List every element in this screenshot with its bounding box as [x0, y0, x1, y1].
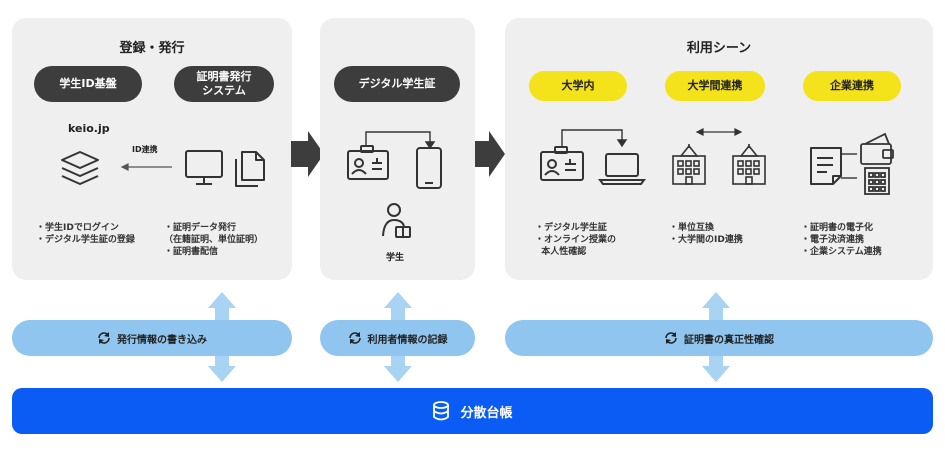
bullet-line: ・証明データ発行 — [164, 223, 237, 233]
use-bullets-campus: ・デジタル学生証 ・オンライン授業の 本人性確認 — [535, 222, 616, 258]
inter-university-pill: 大学間連携 — [665, 71, 765, 101]
keio-label: keio.jp — [68, 122, 110, 135]
use-bullets-inter-university: ・単位互換 ・大学間のID連携 — [669, 222, 743, 246]
documents-icon — [235, 151, 265, 187]
id-card-icon — [540, 146, 584, 181]
issue-panel: 登録・発行 学生ID基盤 証明書発行 システム keio.jp ID連携 — [12, 18, 292, 280]
bullet-line: ・デジタル学生証の登録 — [36, 235, 135, 246]
student-label: 学生 — [386, 253, 405, 263]
smartphone-icon — [416, 147, 442, 189]
bullet-line: （在籍証明、単位証明） — [164, 235, 264, 246]
office-building-icon — [864, 167, 890, 195]
bullet-line: ・大学間のID連携 — [669, 235, 743, 246]
student-icon — [382, 203, 411, 238]
sync-bracket-icon — [561, 129, 628, 148]
issue-panel-title: 登録・発行 — [119, 41, 185, 56]
id-link-label: ID連携 — [132, 145, 158, 154]
write-issue-info-band: 発行情報の書き込み — [12, 320, 292, 356]
record-user-info-band: 利用者情報の記録 — [320, 320, 475, 356]
bullet-line: ・オンライン授業の — [535, 235, 617, 246]
flow-arrows — [291, 131, 505, 177]
use-panel: 利用シーン 大学内 大学間連携 企業連携 — [505, 18, 933, 280]
use-icons — [540, 128, 894, 195]
corporate-pill: 企業連携 — [803, 71, 901, 101]
right-arrow-icon — [472, 131, 505, 177]
bullet-line: ・電子決済連携 — [801, 235, 865, 246]
sync-icon — [98, 332, 110, 344]
wallet-icon — [860, 132, 894, 165]
monitor-icon — [185, 150, 223, 185]
bullet-line: ・学生IDでログイン — [36, 223, 119, 233]
bullet-line: ・証明書配信 — [164, 247, 219, 258]
verify-authenticity-band: 証明書の真正性確認 — [505, 320, 933, 356]
card-icons — [347, 131, 442, 238]
bullet-line: ・証明書の電子化 — [801, 223, 874, 233]
layers-icon — [61, 151, 99, 185]
laptop-icon — [598, 153, 646, 185]
certificate-system-pill-label: 証明書発行 システム — [196, 70, 252, 97]
student-id-platform-pill: 学生ID基盤 — [34, 66, 142, 102]
building-icon — [672, 144, 706, 185]
use-bullets-corporate: ・証明書の電子化 ・電子決済連携 ・企業システム連携 — [801, 222, 882, 258]
digital-student-id-pill: デジタル学生証 — [334, 66, 460, 102]
bullet-line: ・単位互換 — [669, 223, 715, 233]
on-campus-pill: 大学内 — [529, 71, 627, 101]
right-arrow-icon — [291, 131, 324, 177]
distributed-ledger-label: 分散台帳 — [460, 405, 513, 421]
bullet-line: ・企業システム連携 — [801, 247, 882, 258]
card-panel: デジタル学生証 学生 — [320, 18, 475, 280]
use-panel-title: 利用シーン — [686, 41, 752, 56]
document-icon — [810, 147, 842, 185]
sync-bracket-icon — [365, 131, 436, 150]
bullet-line: 本人性確認 — [535, 247, 587, 258]
issue-bullets-left: ・学生IDでログイン ・デジタル学生証の登録 — [36, 222, 135, 246]
id-card-icon — [347, 145, 389, 180]
record-user-info-label: 利用者情報の記録 — [367, 334, 448, 346]
write-issue-info-label: 発行情報の書き込み — [117, 334, 207, 346]
certificate-system-pill: 証明書発行 システム — [174, 66, 274, 102]
issue-bullets-right: ・証明データ発行 （在籍証明、単位証明） ・証明書配信 — [164, 222, 263, 258]
bullet-line: ・デジタル学生証 — [535, 223, 607, 233]
building-icon — [732, 144, 766, 185]
left-arrow-icon — [120, 163, 172, 171]
distributed-ledger-bar: 分散台帳 — [12, 388, 933, 434]
sync-icon — [665, 332, 677, 344]
issue-icons — [61, 150, 265, 187]
sync-icon — [348, 332, 361, 344]
two-way-arrow-icon — [695, 128, 743, 136]
database-icon — [433, 401, 450, 421]
verify-authenticity-label: 証明書の真正性確認 — [684, 334, 774, 346]
branch-connector — [841, 153, 857, 179]
